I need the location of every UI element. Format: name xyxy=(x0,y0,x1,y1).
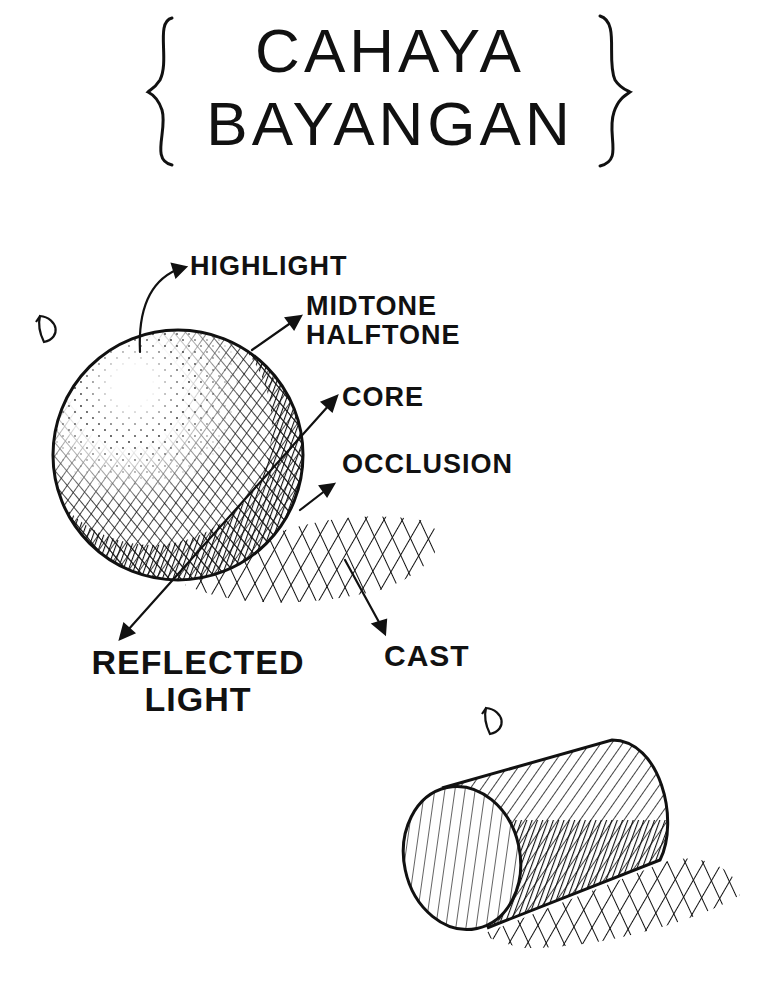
part-label: OCCLUSION xyxy=(342,450,562,479)
leader-line xyxy=(300,490,326,510)
part-label: MIDTONE HALFTONE xyxy=(306,292,496,350)
hatch xyxy=(50,325,310,585)
sphere-outline xyxy=(53,330,303,580)
arrowhead xyxy=(286,316,301,329)
cylinder xyxy=(390,730,750,960)
leader-line xyxy=(140,270,176,352)
light-bulb xyxy=(482,708,502,734)
title: CAHAYA BAYANGAN xyxy=(180,14,600,160)
leader-line xyxy=(252,322,292,350)
core-shadow xyxy=(50,325,310,585)
sphere xyxy=(50,325,310,585)
hatch xyxy=(50,325,310,585)
right-brace xyxy=(600,16,630,166)
part-label: HIGHLIGHT xyxy=(190,252,410,281)
hatch xyxy=(395,780,530,940)
arrowhead xyxy=(120,624,134,639)
part-label: REFLECTED LIGHT xyxy=(78,644,318,717)
leader-line xyxy=(345,560,380,624)
hatch xyxy=(50,325,310,585)
light-bulb xyxy=(36,316,56,342)
arrowhead xyxy=(172,264,186,277)
midtone-hatch xyxy=(50,325,310,585)
hatch xyxy=(50,325,310,585)
left-brace xyxy=(148,18,172,165)
sphere-shading xyxy=(50,325,310,585)
part-label: CORE xyxy=(342,383,492,412)
cylinder-end-hatch xyxy=(395,780,530,940)
arrowhead xyxy=(320,484,334,496)
highlight-dots xyxy=(50,325,310,585)
part-label: CAST xyxy=(384,640,504,672)
leader-line xyxy=(128,404,330,630)
arrowhead xyxy=(322,396,337,411)
arrowhead xyxy=(373,620,386,634)
cylinder-end xyxy=(390,776,533,941)
